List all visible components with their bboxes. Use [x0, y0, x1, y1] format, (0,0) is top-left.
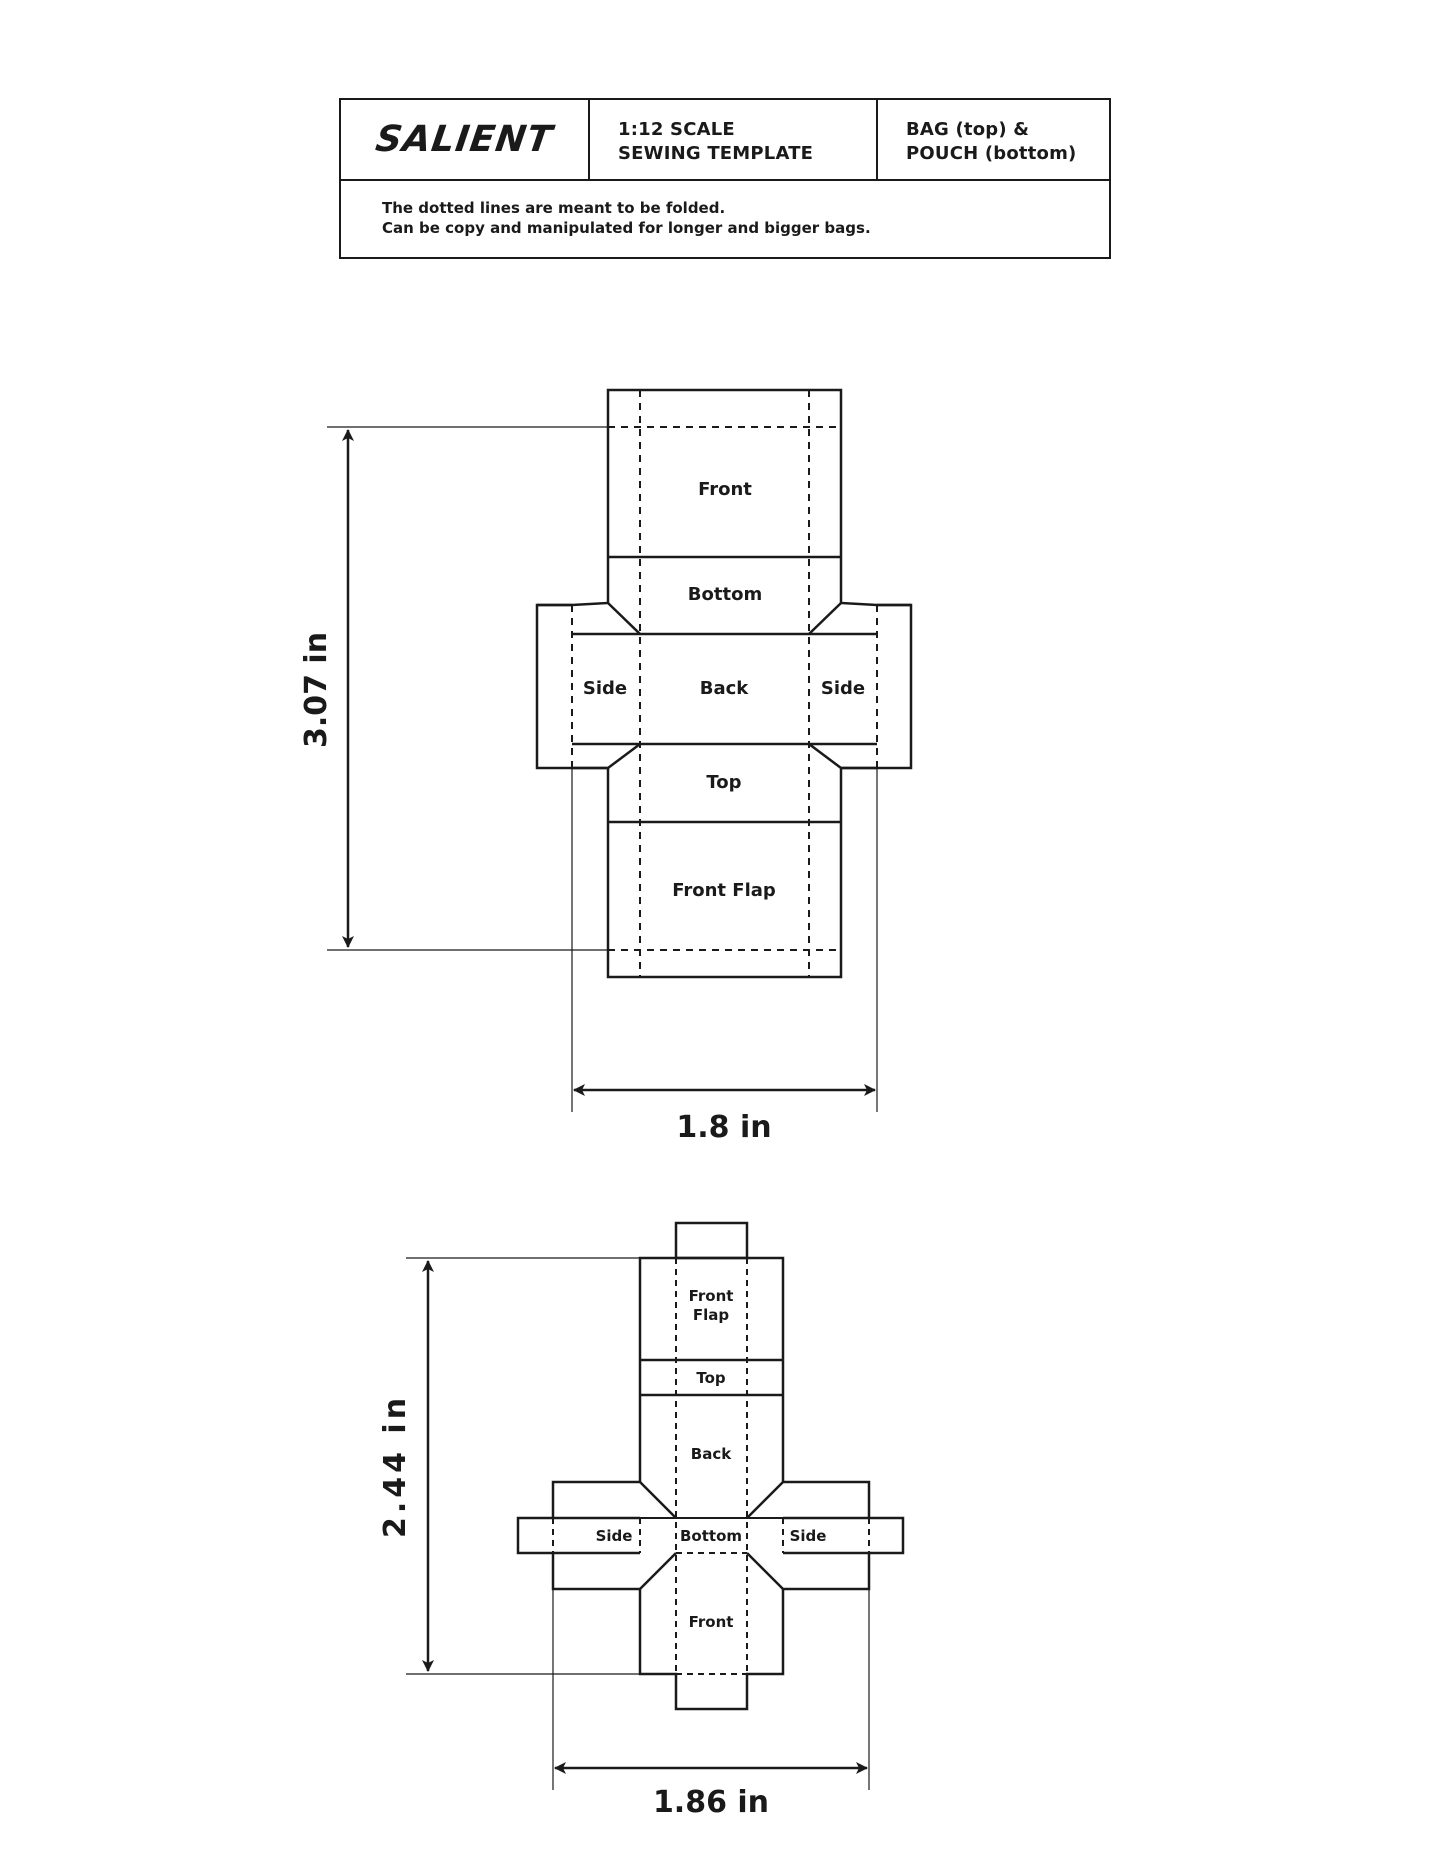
instructions-line-1: The dotted lines are meant to be folded. [382, 199, 726, 217]
pouch-gusset-top-left [639, 1481, 677, 1519]
pouch-fold-lines [518, 1257, 903, 1675]
template-label: SEWING TEMPLATE [618, 143, 814, 164]
pouch-label-back: Back [691, 1445, 732, 1463]
scale-cell: 1:12 SCALE SEWING TEMPLATE [590, 100, 878, 179]
pouch-label-front-flap-1: Front [689, 1287, 734, 1305]
bag-label-side-right: Side [821, 678, 865, 699]
scale-label: 1:12 SCALE [618, 119, 735, 140]
pattern-type-line1: BAG (top) & [906, 119, 1030, 140]
bag-label-top: Top [706, 772, 741, 793]
pouch-label-side-left: Side [596, 1527, 633, 1545]
pouch-height-label: 2.44 in [378, 1394, 413, 1538]
pouch-label-bottom: Bottom [680, 1527, 742, 1545]
pattern-type-cell: BAG (top) & POUCH (bottom) [878, 100, 1111, 179]
bag-height-label: 3.07 in [299, 632, 334, 748]
instructions-line-2: Can be copy and manipulated for longer a… [382, 219, 871, 237]
bag-label-bottom: Bottom [688, 584, 762, 605]
bag-gusset-bottom-right [808, 743, 877, 770]
bag-height-dimension [327, 426, 608, 951]
bag-label-front-flap: Front Flap [672, 880, 776, 901]
title-block-header-row: SALIENT 1:12 SCALE SEWING TEMPLATE BAG (… [341, 100, 1109, 181]
pouch-gusset-top-right [746, 1481, 784, 1519]
pouch-top-tab [674, 1221, 749, 1260]
pouch-height-dimension [406, 1257, 640, 1675]
bag-fold-lines [571, 390, 878, 977]
title-block: SALIENT 1:12 SCALE SEWING TEMPLATE BAG (… [339, 98, 1111, 259]
pouch-gusset-bottom-right [746, 1552, 784, 1590]
pattern-type-line2: POUCH (bottom) [906, 143, 1077, 164]
bag-gusset-top-left [607, 602, 641, 635]
pouch-label-side-right: Side [790, 1527, 827, 1545]
bag-width-dimension [571, 768, 878, 1112]
pouch-gusset-bottom-left [639, 1552, 677, 1590]
brand-logo-cell: SALIENT [341, 100, 590, 179]
bag-label-back: Back [700, 678, 750, 699]
bag-label-side-left: Side [583, 678, 627, 699]
instructions-note: The dotted lines are meant to be folded.… [382, 198, 871, 238]
pouch-label-front: Front [689, 1613, 734, 1631]
pouch-body-outline [516, 1256, 905, 1711]
pouch-width-label: 1.86 in [653, 1785, 769, 1820]
bag-gusset-top-right [808, 602, 842, 635]
bag-gusset-bottom-left [572, 743, 641, 770]
pouch-label-top: Top [696, 1369, 726, 1387]
bag-template [535, 388, 913, 979]
bag-label-front: Front [698, 479, 752, 500]
pouch-width-dimension [552, 1589, 870, 1790]
pouch-label-front-flap-2: Flap [693, 1306, 730, 1324]
bag-width-label: 1.8 in [676, 1110, 771, 1145]
